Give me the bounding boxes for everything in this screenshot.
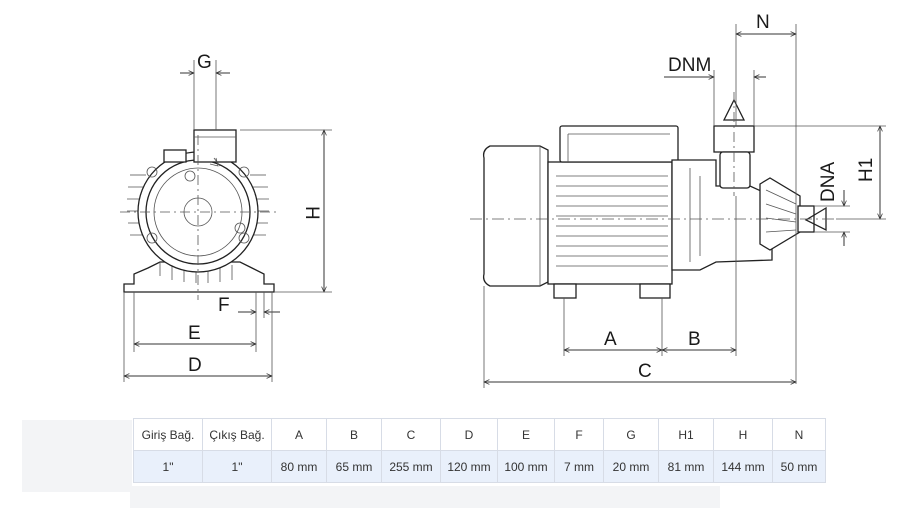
header-cell-f: F bbox=[554, 418, 604, 451]
header-cell-g: G bbox=[603, 418, 659, 451]
table-header-row: Giriş Bağ. Çıkış Bağ. A B C D E F G H1 H… bbox=[133, 418, 826, 451]
header-cell-c: C bbox=[381, 418, 441, 451]
dim-label-h: H bbox=[301, 206, 322, 220]
value-cell-b: 65 mm bbox=[326, 450, 382, 483]
dim-label-dna: DNA bbox=[818, 162, 839, 202]
value-cell-c: 255 mm bbox=[381, 450, 441, 483]
side-view-dimensions: N DNM DNA H1 A B C bbox=[484, 12, 886, 388]
value-cell-f: 7 mm bbox=[554, 450, 604, 483]
header-cell-b: B bbox=[326, 418, 382, 451]
header-cell-n: N bbox=[772, 418, 826, 451]
dim-label-h1: H1 bbox=[856, 158, 877, 182]
dim-label-n: N bbox=[756, 12, 770, 33]
dim-label-b: B bbox=[688, 329, 701, 350]
value-cell-d: 120 mm bbox=[440, 450, 498, 483]
dim-label-f: F bbox=[218, 295, 230, 316]
header-cell-h: H bbox=[713, 418, 773, 451]
header-cell-d: D bbox=[440, 418, 498, 451]
front-view-dimensions: G H F E D bbox=[124, 52, 332, 382]
dim-label-d: D bbox=[188, 355, 202, 376]
value-cell-h: 144 mm bbox=[713, 450, 773, 483]
value-cell-a: 80 mm bbox=[271, 450, 327, 483]
value-cell-outlet: 1" bbox=[202, 450, 272, 483]
background-panel bbox=[22, 420, 132, 492]
table-row: 1" 1" 80 mm 65 mm 255 mm 120 mm 100 mm 7… bbox=[133, 450, 826, 483]
background-strip bbox=[130, 486, 720, 508]
dim-label-g: G bbox=[197, 52, 212, 73]
front-view bbox=[120, 129, 280, 300]
header-cell-a: A bbox=[271, 418, 327, 451]
dim-label-e: E bbox=[188, 323, 201, 344]
side-view bbox=[470, 92, 836, 304]
dimension-table: Giriş Bağ. Çıkış Bağ. A B C D E F G H1 H… bbox=[133, 418, 826, 483]
value-cell-n: 50 mm bbox=[772, 450, 826, 483]
dim-label-a: A bbox=[604, 329, 617, 350]
header-cell-inlet: Giriş Bağ. bbox=[133, 418, 203, 451]
value-cell-g: 20 mm bbox=[603, 450, 659, 483]
dim-label-dnm: DNM bbox=[668, 55, 711, 76]
value-cell-e: 100 mm bbox=[497, 450, 555, 483]
pump-technical-drawing: G H F E D bbox=[120, 12, 886, 388]
header-cell-outlet: Çıkış Bağ. bbox=[202, 418, 272, 451]
header-cell-e: E bbox=[497, 418, 555, 451]
dim-label-c: C bbox=[638, 361, 652, 382]
value-cell-inlet: 1" bbox=[133, 450, 203, 483]
value-cell-h1: 81 mm bbox=[658, 450, 714, 483]
header-cell-h1: H1 bbox=[658, 418, 714, 451]
